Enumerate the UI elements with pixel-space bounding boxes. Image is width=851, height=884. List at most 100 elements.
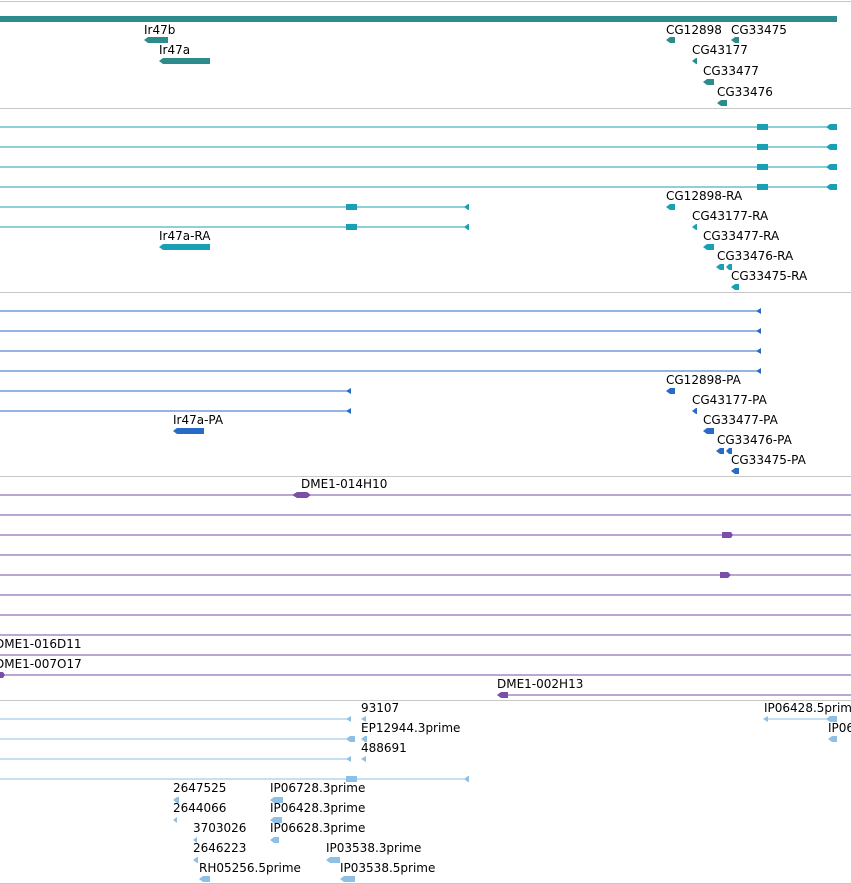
gene-feature-ir47b[interactable]: [144, 37, 168, 43]
gene-feature-cg33477[interactable]: [703, 79, 714, 85]
gene-feature-cg12898[interactable]: [666, 37, 675, 43]
est-feature[interactable]: [826, 716, 837, 722]
clone-dme1-002h13[interactable]: [497, 692, 508, 698]
exon-cg33475-ra[interactable]: [731, 284, 739, 290]
cds-cg43177-pa[interactable]: [692, 408, 697, 414]
gene-label-cg33475[interactable]: CG33475: [731, 23, 787, 37]
transcript-label-cg43177-pa[interactable]: CG43177-PA: [692, 393, 767, 407]
transcript-label-cg12898-ra[interactable]: CG12898-RA: [666, 189, 743, 203]
gene-feature-cg43177[interactable]: [692, 58, 697, 64]
exon[interactable]: [757, 164, 768, 170]
est-feature[interactable]: [361, 716, 366, 722]
est-feature[interactable]: [828, 736, 837, 742]
exon-cg33476-ra[interactable]: [716, 264, 724, 270]
clone-label-dme1-016d11[interactable]: DME1-016D11: [0, 637, 82, 651]
est-feature[interactable]: [193, 857, 198, 863]
clone-label-dme1-014h10[interactable]: DME1-014H10: [301, 477, 388, 491]
exon[interactable]: [757, 184, 768, 190]
clone-dme1-014h10[interactable]: [292, 492, 311, 498]
cds[interactable]: [346, 388, 351, 394]
cds-cg12898-pa[interactable]: [666, 388, 675, 394]
exon[interactable]: [826, 124, 837, 130]
est-label[interactable]: 488691: [361, 741, 407, 755]
gene-label-cg33477[interactable]: CG33477: [703, 64, 759, 78]
est-label[interactable]: RH05256.5prime: [199, 861, 301, 875]
gene-feature-cg33475[interactable]: [731, 37, 739, 43]
est-label[interactable]: 93107: [361, 701, 400, 715]
transcript-label-cg33477-pa[interactable]: CG33477-PA: [703, 413, 778, 427]
cds[interactable]: [756, 348, 761, 354]
est-feature[interactable]: [340, 876, 355, 882]
exon[interactable]: [346, 204, 357, 210]
est-label[interactable]: IP03538.5prime: [340, 861, 436, 875]
est-feature[interactable]: [270, 837, 279, 843]
cds[interactable]: [756, 328, 761, 334]
clone-label-dme1-002h13[interactable]: DME1-002H13: [497, 677, 584, 691]
cds-ir47a-pa[interactable]: [173, 428, 204, 434]
exon[interactable]: [826, 184, 837, 190]
clone-dme1-007o17[interactable]: [0, 672, 5, 678]
est-feature[interactable]: [361, 756, 366, 762]
est-label[interactable]: 3703026: [193, 821, 247, 835]
est-feature[interactable]: [199, 876, 210, 882]
transcript-label-cg12898-pa[interactable]: CG12898-PA: [666, 373, 741, 387]
exon[interactable]: [346, 224, 357, 230]
est-label[interactable]: IP06428.5prim: [764, 701, 851, 715]
est-feature[interactable]: [173, 797, 179, 803]
cds-cg33476-pa-2[interactable]: [726, 448, 732, 454]
est-feature[interactable]: [326, 857, 340, 863]
transcript-label-cg33475-pa[interactable]: CG33475-PA: [731, 453, 806, 467]
cds-cg33475-pa[interactable]: [731, 468, 739, 474]
exon-cg33476-ra-2[interactable]: [726, 264, 732, 270]
exon[interactable]: [757, 124, 768, 130]
clone-feature[interactable]: [722, 532, 733, 538]
cds[interactable]: [756, 368, 761, 374]
est-feature[interactable]: [270, 817, 282, 823]
gene-feature-cg33476[interactable]: [717, 100, 727, 106]
transcript-label-cg33477-ra[interactable]: CG33477-RA: [703, 229, 780, 243]
transcript-label-cg33476-ra[interactable]: CG33476-RA: [717, 249, 794, 263]
transcript-label-ir47a-ra[interactable]: Ir47a-RA: [159, 229, 211, 243]
est-feature[interactable]: [346, 776, 357, 782]
exon-cg33477-ra[interactable]: [703, 244, 714, 250]
gene-label-ir47a[interactable]: Ir47a: [159, 43, 191, 57]
exon[interactable]: [757, 144, 768, 150]
cds-cg33477-pa[interactable]: [703, 428, 714, 434]
exon[interactable]: [826, 144, 837, 150]
est-label[interactable]: IP03538.3prime: [326, 841, 422, 855]
clone-label-dme1-007o17[interactable]: DME1-007O17: [0, 657, 82, 671]
cds[interactable]: [756, 308, 761, 314]
est-label[interactable]: IP06: [828, 721, 851, 735]
est-feature[interactable]: [270, 797, 283, 803]
est-label[interactable]: EP12944.3prime: [361, 721, 461, 735]
exon[interactable]: [826, 164, 837, 170]
gene-label-cg33476[interactable]: CG33476: [717, 85, 773, 99]
est-label[interactable]: 2646223: [193, 841, 247, 855]
est-feature[interactable]: [193, 837, 197, 843]
gene-label-cg43177[interactable]: CG43177: [692, 43, 748, 57]
exon-cg12898-ra[interactable]: [666, 204, 675, 210]
gene-label-ir47b[interactable]: Ir47b: [144, 23, 176, 37]
transcript-label-cg33476-pa[interactable]: CG33476-PA: [717, 433, 792, 447]
est-feature[interactable]: [361, 736, 367, 742]
cds-cg33476-pa[interactable]: [716, 448, 724, 454]
exon-ir47a-ra[interactable]: [159, 244, 210, 250]
transcript-label-cg43177-ra[interactable]: CG43177-RA: [692, 209, 769, 223]
est-feature[interactable]: [173, 817, 177, 823]
exon[interactable]: [464, 224, 469, 230]
transcript-label-ir47a-pa[interactable]: Ir47a-PA: [173, 413, 224, 427]
est-label[interactable]: 2647525: [173, 781, 227, 795]
est-feature[interactable]: [346, 716, 351, 722]
est-label[interactable]: IP06628.3prime: [270, 821, 366, 835]
exon[interactable]: [464, 204, 469, 210]
est-label[interactable]: IP06428.3prime: [270, 801, 366, 815]
transcript-label-cg33475-ra[interactable]: CG33475-RA: [731, 269, 808, 283]
est-feature[interactable]: [346, 736, 355, 742]
exon-cg43177-ra[interactable]: [692, 224, 697, 230]
cds[interactable]: [346, 408, 351, 414]
est-label[interactable]: IP06728.3prime: [270, 781, 366, 795]
gene-span-bar[interactable]: [0, 16, 837, 22]
est-label[interactable]: 2644066: [173, 801, 227, 815]
gene-label-cg12898[interactable]: CG12898: [666, 23, 722, 37]
est-feature[interactable]: [763, 716, 768, 722]
